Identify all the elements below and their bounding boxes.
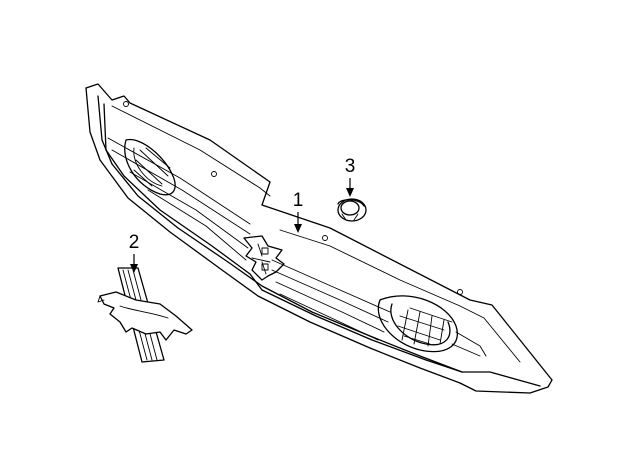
callout-label-3: 3 xyxy=(345,156,356,177)
callout-label-2: 2 xyxy=(129,232,140,253)
callout-1: 1 xyxy=(293,190,304,233)
callout-2: 2 xyxy=(129,232,140,273)
callout-label-1: 1 xyxy=(293,190,304,211)
emblem-part-2 xyxy=(97,267,193,363)
clip-part-3 xyxy=(337,198,367,222)
callout-3: 3 xyxy=(345,156,356,197)
grille-part-1 xyxy=(85,83,553,394)
